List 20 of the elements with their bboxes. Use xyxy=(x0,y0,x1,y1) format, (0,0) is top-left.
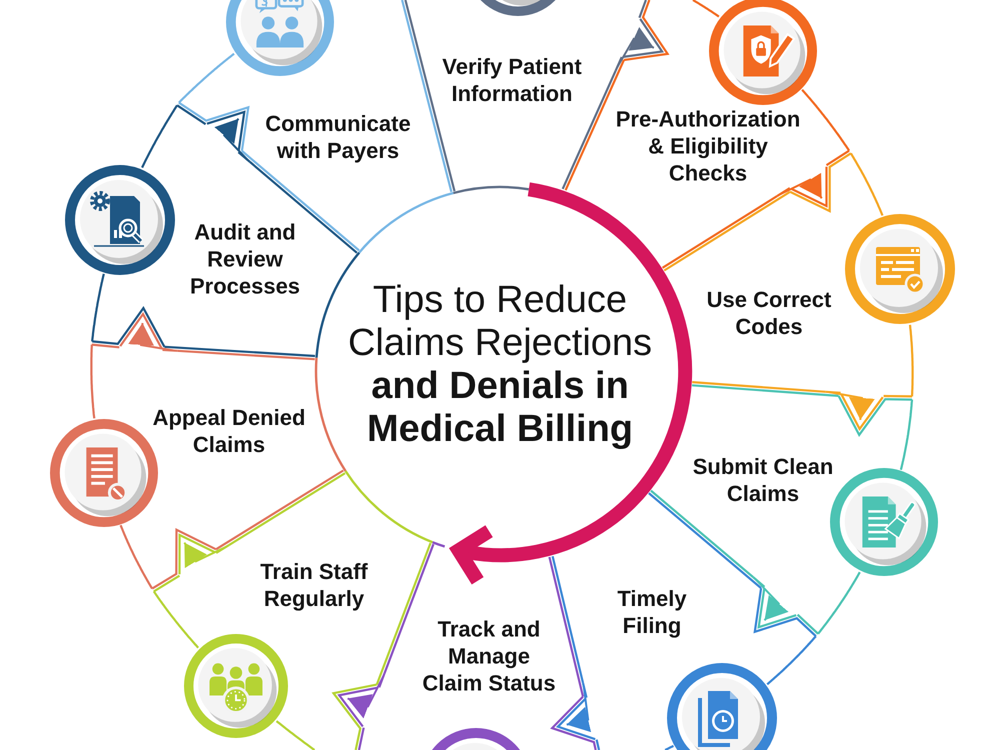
arrow xyxy=(779,172,823,199)
arrow xyxy=(184,542,227,568)
tip-label: Audit and Review Processes xyxy=(188,218,302,300)
tip-label: Use Correct Codes xyxy=(706,286,832,340)
arrow xyxy=(128,322,175,352)
arrow xyxy=(616,26,654,68)
tip-label: Timely Filing xyxy=(616,585,688,639)
tip-label: Pre-Authorization & Eligibility Checks xyxy=(614,106,802,186)
arrow xyxy=(347,676,384,718)
tip-label: Verify Patient Information xyxy=(441,53,583,107)
tip-label: Submit Clean Claims xyxy=(692,452,834,507)
tip-label: Appeal Denied Claims xyxy=(152,404,306,458)
arrow xyxy=(566,686,592,732)
arrow xyxy=(828,391,875,420)
tip-label: Communicate with Payers xyxy=(264,110,412,164)
heading-text: Tips to Reduce Claims Rejections and Denials in Medical Billing xyxy=(346,279,654,451)
tip-label: Track and Manage Claim Status xyxy=(421,616,557,696)
arrow xyxy=(754,578,789,621)
tip-label: Train Staff Regularly xyxy=(259,558,369,612)
arrow xyxy=(214,118,248,161)
